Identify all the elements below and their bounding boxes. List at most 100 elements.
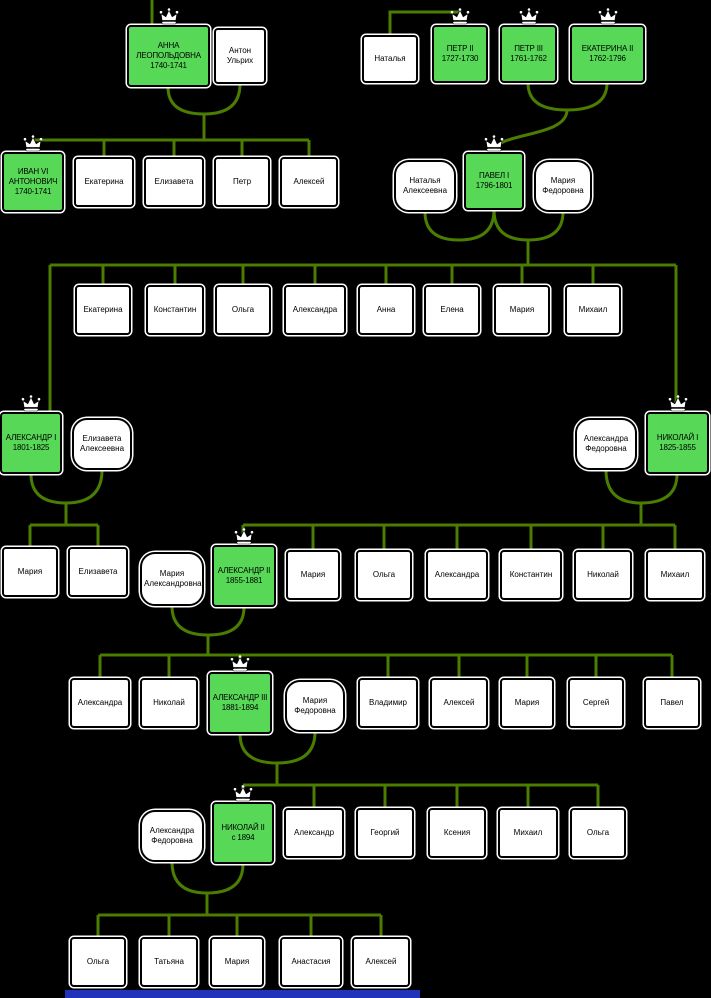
person-node[interactable]: Ольга [356,550,412,600]
crown-icon [668,395,688,412]
person-node[interactable]: Ольга [215,285,271,335]
spouse-node[interactable]: Александра Федоровна [140,810,204,862]
person-dates: 1881-1894 [221,703,259,712]
person-dates: 1727-1730 [441,54,479,63]
person-dates: 1855-1881 [225,576,263,585]
spouse-node[interactable]: Мария Федоровна [534,160,592,212]
person-node[interactable]: Екатерина [74,157,134,207]
person-dates: 1762-1796 [589,54,626,63]
person-name: Наталья Алексеевна [402,176,448,195]
person-node[interactable]: Ольга [70,937,126,987]
person-node[interactable]: Антон Ульрих [214,28,266,84]
person-name: Мария [509,305,535,314]
person-node[interactable]: Наталья [362,35,418,83]
person-node[interactable]: Елизавета [144,157,204,207]
person-node[interactable]: Татьяна [140,937,198,987]
person-name: Александра Федоровна [149,826,195,845]
person-name: Елизавета [78,567,118,576]
crown-icon [159,8,179,25]
crown-icon [519,8,539,25]
person-node[interactable]: Елена [424,285,480,335]
person-name: Мария Федоровна [294,696,336,715]
person-name: Алексей [293,177,325,186]
person-name: Елизавета [154,177,194,186]
crown-icon [21,395,41,412]
person-name: Мария [300,570,326,579]
person-node[interactable]: Александра [426,550,488,600]
person-node[interactable]: Константин [146,285,204,335]
person-node[interactable]: Сергей [568,678,624,728]
person-node[interactable]: Мария [286,550,340,600]
crown-icon [450,8,470,25]
spouse-node[interactable]: Наталья Алексеевна [394,160,456,212]
person-node[interactable]: Мария [2,547,58,597]
bottom-bar [65,990,420,998]
person-name: Александра [434,570,480,579]
person-name: ПАВЕЛ I [478,171,510,180]
person-name: Ксения [443,828,471,837]
spouse-node[interactable]: Мария Федоровна [285,680,345,732]
person-node[interactable]: Александра [284,285,346,335]
person-dates: 1801-1825 [12,443,50,452]
person-name: АЛЕКСАНДР III [212,693,268,702]
person-name: Мария [17,567,43,576]
person-node[interactable]: Николай [574,550,632,600]
person-node[interactable]: Мария [210,937,264,987]
person-node[interactable]: Михаил [498,808,558,858]
person-node[interactable]: Ольга [570,808,626,858]
person-node[interactable]: Анастасия [280,937,342,987]
person-dates: 1825-1855 [659,443,696,452]
person-node[interactable]: Елизавета [68,547,128,597]
person-node[interactable]: Владимир [358,678,418,728]
person-node[interactable]: Михаил [646,550,704,600]
person-node[interactable]: Георгий [356,808,414,858]
person-node[interactable]: Екатерина [75,285,131,335]
person-node[interactable]: Алексей [352,937,410,987]
crown-icon [234,528,254,545]
person-node[interactable]: Петр [214,157,270,207]
person-node[interactable]: Александр [284,808,344,858]
person-node[interactable]: Анна [358,285,414,335]
person-name: Мария [224,957,250,966]
person-node[interactable]: Михаил [565,285,621,335]
person-name: Наталья [374,54,406,63]
person-name: Алексей [443,698,475,707]
person-node[interactable]: Алексей [430,678,488,728]
person-node[interactable]: Александра [70,678,130,728]
person-name: Александр [293,828,335,837]
person-name: Екатерина [83,305,123,314]
spouse-node[interactable]: Мария Александровна [140,552,204,606]
spouse-node[interactable]: Елизавета Алексеевна [72,418,132,470]
person-node[interactable]: Ксения [428,808,486,858]
person-node[interactable]: Павел [644,678,700,728]
person-name: Владимир [368,698,407,707]
person-node[interactable]: Константин [500,550,562,600]
person-node[interactable]: Алексей [280,157,338,207]
crown-icon [23,135,43,152]
person-name: Елизавета Алексеевна [79,434,125,453]
person-name: Александра [292,305,338,314]
person-name: Михаил [660,570,690,579]
person-dates: 1740-1741 [14,187,52,196]
person-name: Георгий [370,828,400,837]
person-name: ПЕТР III [514,44,543,53]
spouse-node[interactable]: Александра Федоровна [575,418,637,470]
crown-icon [598,8,618,25]
person-node[interactable]: Николай [140,678,198,728]
person-node[interactable]: Мария [500,678,554,728]
person-node[interactable]: Мария [494,285,550,335]
person-name: Елена [440,305,464,314]
